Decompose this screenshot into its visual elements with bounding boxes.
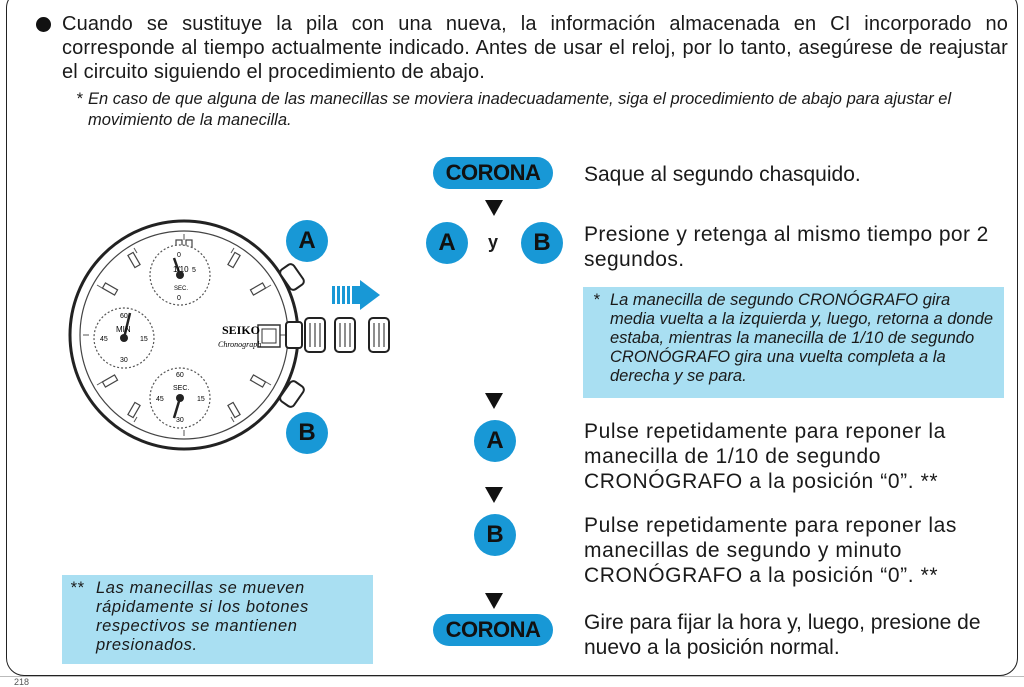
watch-model: Chronograph xyxy=(218,340,261,349)
footnote-text: Las manecillas se mueven rápidamente si … xyxy=(96,579,309,654)
arrow-down-icon xyxy=(485,593,503,609)
svg-text:0: 0 xyxy=(177,252,181,259)
page-frame xyxy=(6,0,1018,676)
bullet-icon xyxy=(36,17,51,32)
svg-text:15: 15 xyxy=(197,396,205,403)
arrow-down-icon xyxy=(485,393,503,409)
footer-page-number: 218 xyxy=(14,677,30,687)
step2-connector: y xyxy=(488,232,499,252)
step2-badge-a: A xyxy=(426,222,468,264)
step3-text: Pulse repetidamente para reponer la mane… xyxy=(584,420,946,493)
step1-text: Saque al segundo chasquido. xyxy=(584,163,861,186)
arrow-down-icon xyxy=(485,487,503,503)
watch-button-b-label: B xyxy=(286,412,328,454)
footnote-marker: ** xyxy=(70,579,85,597)
svg-text:5: 5 xyxy=(192,267,196,274)
svg-text:0: 0 xyxy=(177,295,181,302)
arrow-down-icon xyxy=(485,200,503,216)
watch-illustration: SEIKO Chronograph 0 1/10 5 SEC. 0 60 MIN… xyxy=(68,219,390,451)
svg-text:MIN: MIN xyxy=(116,325,131,334)
step3-badge-a: A xyxy=(474,420,516,462)
info-text: La manecilla de segundo CRONÓGRAFO gira … xyxy=(610,291,994,385)
watch-brand: SEIKO xyxy=(222,323,260,337)
note-text: En caso de que alguna de las manecillas … xyxy=(88,90,952,129)
step2-text: Presione y retenga al mismo tiempo por 2… xyxy=(584,223,989,271)
step1-corona-badge: CORONA xyxy=(433,157,553,189)
svg-text:60: 60 xyxy=(176,372,184,379)
svg-text:60: 60 xyxy=(120,313,128,320)
info-box: * La manecilla de segundo CRONÓGRAFO gir… xyxy=(583,287,1004,398)
step4-badge-b: B xyxy=(474,514,516,556)
info-marker: * xyxy=(593,291,600,309)
note-marker: * xyxy=(76,90,83,108)
intro-text: Cuando se sustituye la pila con una nuev… xyxy=(62,13,1008,83)
footnote-box: ** Las manecillas se mueven rápidamente … xyxy=(62,575,373,664)
svg-text:45: 45 xyxy=(156,396,164,403)
step5-corona-badge: CORONA xyxy=(433,614,553,646)
svg-text:SEC.: SEC. xyxy=(173,385,189,392)
svg-text:30: 30 xyxy=(120,357,128,364)
svg-text:SEC.: SEC. xyxy=(174,286,188,292)
pull-arrow-icon xyxy=(332,280,380,310)
svg-text:15: 15 xyxy=(140,336,148,343)
step4-text: Pulse repetidamente para reponer las man… xyxy=(584,514,957,587)
svg-text:45: 45 xyxy=(100,336,108,343)
svg-text:1/10: 1/10 xyxy=(173,265,189,274)
watch-button-a-label: A xyxy=(286,220,328,262)
step5-text: Gire para fijar la hora y, luego, presio… xyxy=(584,611,981,659)
page-footer: 218 xyxy=(0,676,1024,687)
step2-badge-b: B xyxy=(521,222,563,264)
svg-text:30: 30 xyxy=(176,417,184,424)
